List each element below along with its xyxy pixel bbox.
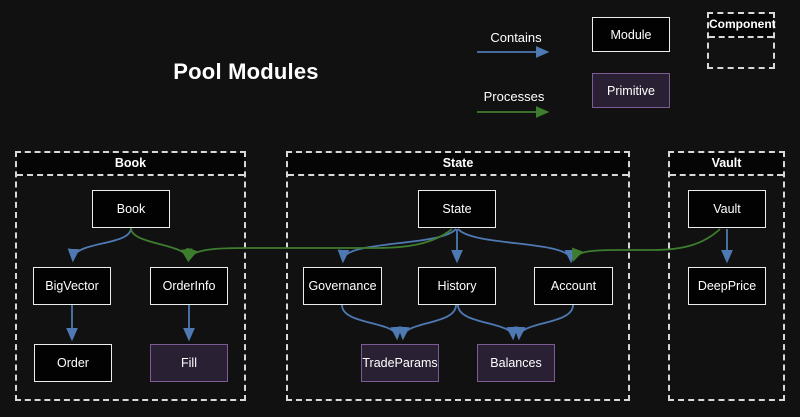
legend-module-box: Module bbox=[592, 17, 670, 52]
node-bigvector: BigVector bbox=[33, 267, 111, 305]
page-title: Pool Modules bbox=[173, 59, 319, 84]
legend-component-box: Component bbox=[707, 12, 776, 69]
node-orderinfo: OrderInfo bbox=[150, 267, 228, 305]
node-book: Book bbox=[92, 190, 170, 228]
node-order: Order bbox=[34, 344, 112, 382]
node-tradeparams: TradeParams bbox=[361, 344, 439, 382]
container-state-header: State bbox=[288, 153, 628, 176]
legend-processes-label: Processes bbox=[483, 89, 545, 104]
legend-primitive-box: Primitive bbox=[592, 73, 670, 108]
container-state: State bbox=[286, 151, 630, 401]
node-history: History bbox=[418, 267, 496, 305]
node-account: Account bbox=[534, 267, 613, 305]
container-vault-header: Vault bbox=[670, 153, 783, 176]
node-balances: Balances bbox=[477, 344, 555, 382]
node-deepprice: DeepPrice bbox=[688, 267, 766, 305]
container-book-header: Book bbox=[17, 153, 244, 176]
node-state: State bbox=[418, 190, 496, 228]
legend-module-label: Module bbox=[610, 27, 652, 42]
container-book: Book bbox=[15, 151, 246, 401]
legend-contains-label: Contains bbox=[490, 30, 542, 45]
node-governance: Governance bbox=[303, 267, 382, 305]
legend-primitive-label: Primitive bbox=[607, 83, 655, 98]
container-vault: Vault bbox=[668, 151, 785, 401]
node-fill: Fill bbox=[150, 344, 228, 382]
legend-component-label: Component bbox=[709, 14, 776, 38]
node-vault: Vault bbox=[688, 190, 766, 228]
